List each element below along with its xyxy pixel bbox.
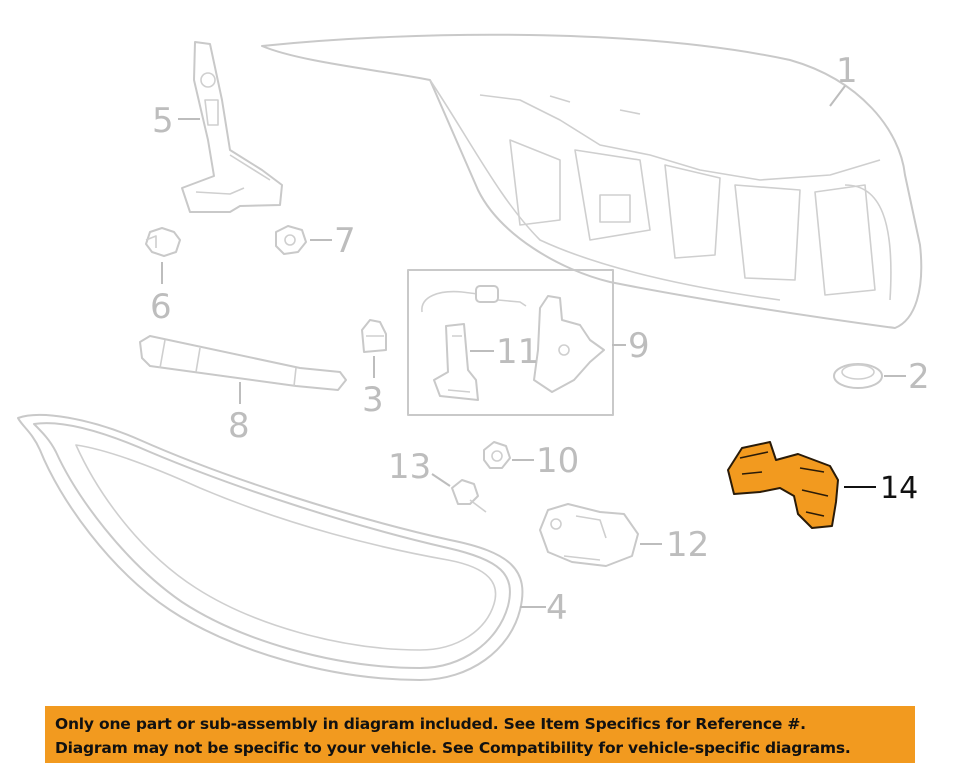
leader-1 (829, 85, 846, 107)
leader-13 (431, 473, 451, 487)
callout-4: 4 (546, 588, 568, 628)
part-9-kit-box (407, 269, 614, 416)
callout-3: 3 (362, 380, 384, 420)
callout-14: 14 (880, 471, 918, 506)
callout-5: 5 (152, 101, 174, 141)
part-1-trunk-lid (261, 33, 923, 329)
callout-7: 7 (334, 221, 356, 261)
part-8-strut (139, 335, 347, 391)
part-3-bumper (361, 319, 387, 353)
callout-2: 2 (908, 357, 930, 397)
notice-banner: Only one part or sub-assembly in diagram… (45, 706, 915, 763)
part-11-release-handle (433, 323, 479, 401)
callout-1: 1 (836, 51, 858, 91)
callout-11: 11 (496, 332, 539, 372)
part-6-bolt (145, 227, 181, 257)
callout-9: 9 (628, 326, 650, 366)
callout-12: 12 (666, 525, 709, 565)
part-14-bracket-highlighted (727, 441, 839, 529)
notice-line-1: Only one part or sub-assembly in diagram… (55, 715, 806, 733)
callout-8: 8 (228, 406, 250, 446)
part-7-nut (275, 225, 307, 255)
part-13-bolt (451, 479, 487, 513)
notice-line-2: Diagram may not be specific to your vehi… (55, 739, 851, 757)
part-12-latch (539, 503, 639, 567)
part-5-hinge (181, 41, 283, 213)
part-4-weatherstrip (17, 413, 524, 681)
callout-13: 13 (388, 447, 431, 487)
part-10-nut (483, 441, 511, 469)
callout-6: 6 (150, 287, 172, 327)
part-2-plug (833, 363, 883, 389)
callout-10: 10 (536, 441, 579, 481)
